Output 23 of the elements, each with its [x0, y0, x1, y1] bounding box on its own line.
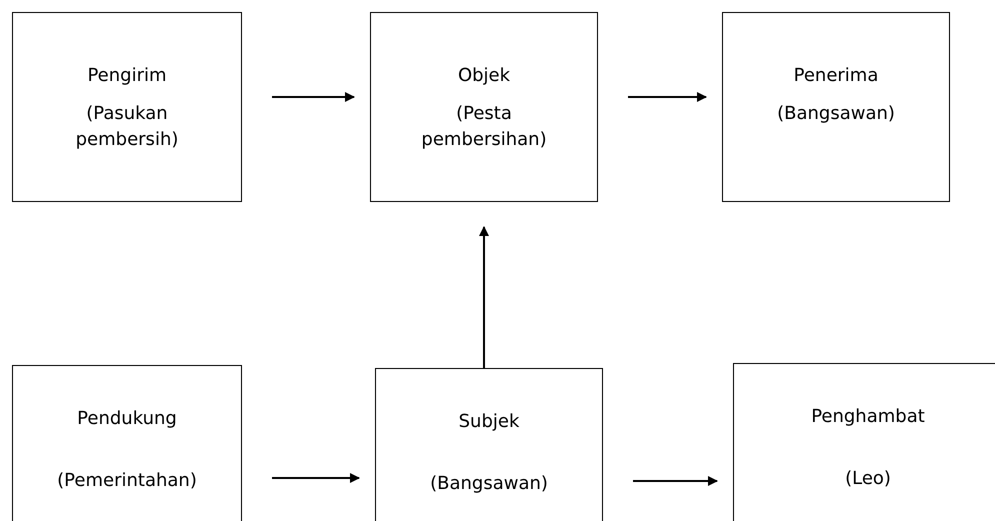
box-description: (Bangsawan): [776, 102, 896, 126]
arrow: [479, 226, 489, 368]
arrow: [628, 92, 707, 102]
box-description: (Pemerintahan): [56, 469, 198, 493]
process-box: [722, 12, 950, 202]
box-description: (Leo): [844, 467, 892, 491]
process-box: [12, 12, 242, 202]
process-box: [733, 363, 995, 521]
arrow: [272, 92, 355, 102]
box-description: (Pesta pembersihan): [420, 102, 548, 152]
box-heading: Penerima: [792, 64, 880, 88]
box-heading: Penghambat: [810, 405, 926, 429]
box-heading: Subjek: [458, 410, 520, 434]
box-heading: Objek: [456, 64, 512, 88]
arrow: [272, 473, 360, 483]
box-description: (Bangsawan): [429, 472, 549, 496]
process-box: [370, 12, 598, 202]
box-description: (Pasukan pembersih): [74, 102, 180, 152]
box-heading: Pengirim: [86, 64, 168, 88]
process-box: [375, 368, 603, 521]
arrow: [633, 476, 718, 486]
box-heading: Pendukung: [76, 407, 178, 431]
process-box: [12, 365, 242, 521]
